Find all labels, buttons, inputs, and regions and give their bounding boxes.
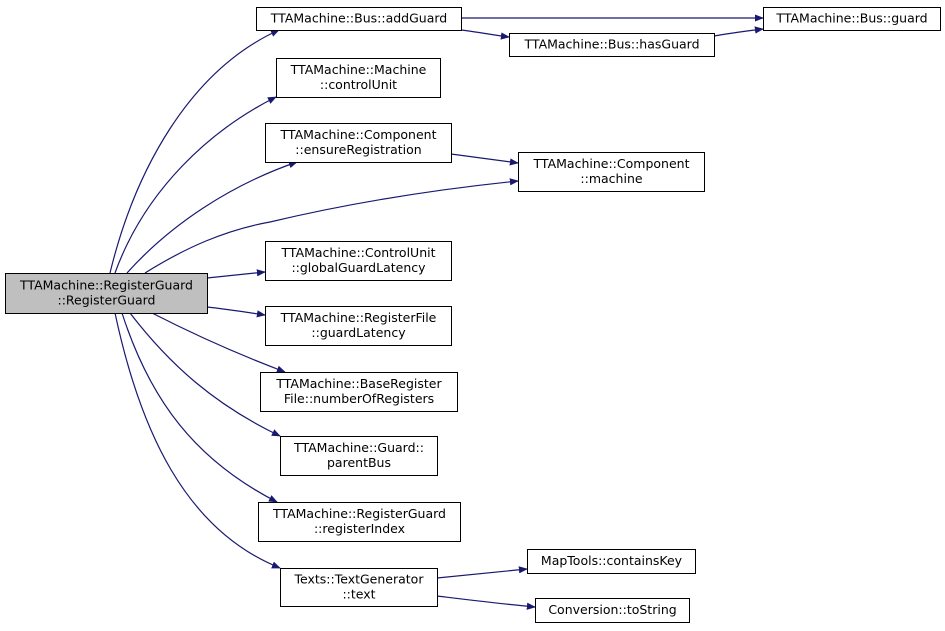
node-guardLatency[interactable]: TTAMachine::RegisterFile::guardLatency	[265, 306, 452, 346]
edges-layer	[109, 14, 764, 610]
node-label-line: Texts::TextGenerator	[294, 572, 425, 587]
node-busGuard[interactable]: TTAMachine::Bus::guard	[763, 7, 941, 31]
node-label-line: TTAMachine::Component	[533, 156, 690, 171]
node-label-line: parentBus	[327, 455, 391, 470]
node-label-line: TTAMachine::RegisterGuard	[272, 506, 446, 521]
node-label-line: File::numberOfRegisters	[284, 391, 434, 406]
node-box	[280, 436, 438, 476]
node-label-line: TTAMachine::RegisterGuard	[19, 278, 193, 293]
node-label-line: TTAMachine::Bus::hasGuard	[523, 37, 699, 52]
edge-root-to-addGuard	[109, 29, 280, 274]
edge-root-to-globalGuardLatency	[206, 269, 266, 279]
node-compMachine[interactable]: TTAMachine::Component::machine	[518, 152, 705, 192]
node-addGuard[interactable]: TTAMachine::Bus::addGuard	[256, 7, 462, 31]
node-box	[256, 7, 462, 31]
node-label-line: ::machine	[580, 171, 642, 186]
node-label-line: ::guardLatency	[311, 325, 406, 340]
edge-ensureReg-to-compMachine	[450, 153, 519, 166]
node-box	[276, 58, 441, 98]
node-box	[265, 306, 452, 346]
node-label-line: ::ensureRegistration	[295, 142, 421, 157]
node-globalGuardLatency[interactable]: TTAMachine::ControlUnit::globalGuardLate…	[265, 241, 452, 281]
edge-root-to-compMachine	[144, 178, 519, 274]
node-numberOfRegisters[interactable]: TTAMachine::BaseRegisterFile::numberOfRe…	[260, 372, 458, 412]
edge-textGen-to-containsKey	[436, 566, 528, 579]
node-box	[5, 273, 208, 314]
nodes-layer: TTAMachine::RegisterGuard::RegisterGuard…	[5, 7, 941, 623]
node-controlUnit[interactable]: TTAMachine::Machine::controlUnit	[276, 58, 441, 98]
node-label-line: TTAMachine::ControlUnit	[280, 245, 435, 260]
node-label-line: TTAMachine::RegisterFile	[280, 310, 437, 325]
node-root[interactable]: TTAMachine::RegisterGuard::RegisterGuard	[5, 273, 208, 314]
node-label-line: ::text	[342, 587, 375, 602]
edge-addGuard-to-hasGuard	[460, 29, 510, 40]
node-parentBus[interactable]: TTAMachine::Guard::parentBus	[280, 436, 438, 476]
edge-root-to-ensureReg	[126, 161, 298, 274]
node-label-line: MapTools::containsKey	[541, 553, 683, 568]
node-registerIndex[interactable]: TTAMachine::RegisterGuard::registerIndex	[258, 502, 461, 542]
node-box	[260, 372, 458, 412]
edge-textGen-to-toString	[436, 595, 536, 610]
node-box	[265, 123, 452, 163]
node-box	[535, 598, 690, 623]
edge-root-to-controlUnit	[114, 96, 277, 274]
edge-root-to-registerIndex	[121, 312, 278, 503]
node-label-line: Conversion::toString	[548, 602, 676, 617]
edge-root-to-numberOfRegisters	[151, 312, 286, 373]
node-label-line: TTAMachine::Machine	[290, 62, 427, 77]
node-box	[280, 568, 438, 607]
node-toString[interactable]: Conversion::toString	[535, 598, 690, 623]
node-box	[265, 241, 452, 281]
node-label-line: TTAMachine::Component	[280, 127, 437, 142]
node-label-line: ::registerIndex	[314, 521, 405, 536]
edge-hasGuard-to-busGuard	[713, 26, 764, 37]
edge-root-to-guardLatency	[206, 306, 266, 318]
node-box	[258, 502, 461, 542]
node-textGen[interactable]: Texts::TextGenerator::text	[280, 568, 438, 607]
node-label-line: TTAMachine::BaseRegister	[275, 376, 442, 391]
node-label-line: TTAMachine::Bus::addGuard	[270, 11, 447, 26]
node-hasGuard[interactable]: TTAMachine::Bus::hasGuard	[509, 33, 715, 57]
node-containsKey[interactable]: MapTools::containsKey	[527, 549, 696, 574]
edge-root-to-textGen	[114, 312, 281, 569]
node-label-line: ::globalGuardLatency	[291, 260, 426, 275]
node-box	[518, 152, 705, 192]
node-box	[527, 549, 696, 574]
node-label-line: TTAMachine::Guard::	[293, 440, 424, 455]
node-label-line: ::RegisterGuard	[57, 293, 155, 308]
node-ensureReg[interactable]: TTAMachine::Component::ensureRegistratio…	[265, 123, 452, 163]
node-label-line: TTAMachine::Bus::guard	[775, 11, 927, 26]
node-box	[509, 33, 715, 57]
node-label-line: ::controlUnit	[320, 77, 397, 92]
node-box	[763, 7, 941, 31]
edge-root-to-parentBus	[129, 312, 281, 437]
